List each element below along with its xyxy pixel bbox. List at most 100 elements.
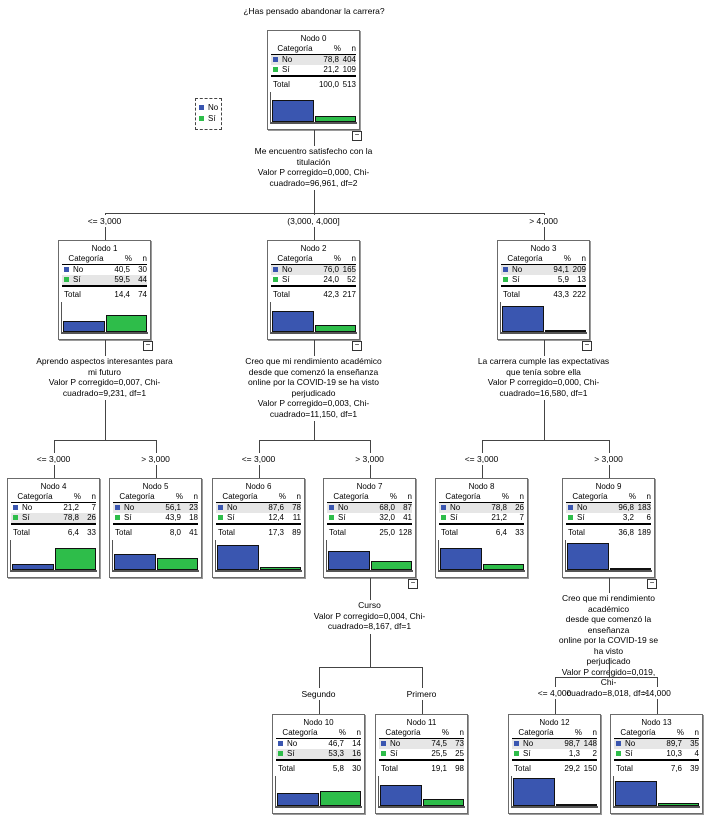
header-n: n [296,492,301,501]
node-12[interactable]: Nodo 12 Categoría % n No 98,7 148 Sí 1,3… [508,714,601,814]
node-table-header: Categoría % n [113,492,198,503]
no-n: 87 [403,503,412,512]
node-table-header: Categoría % n [216,492,301,503]
connector-line [104,340,106,356]
node-10[interactable]: Nodo 10 Categoría % n No 46,7 14 Sí 53,3… [272,714,365,814]
total-n: 33 [87,528,96,537]
legend-item-si: Sí [199,113,221,124]
no-swatch-icon [218,505,223,511]
node-title: Nodo 7 [356,482,383,491]
collapse-toggle-icon[interactable]: − [408,579,418,589]
connector-line [543,400,545,440]
node-bar-chart [270,302,357,334]
node-7[interactable]: Nodo 7 Categoría % n No 68,0 87 Sí 32,0 … [323,478,416,578]
node-4[interactable]: Nodo 4 Categoría % n No 21,2 7 Sí 78,8 2… [7,478,100,578]
connector-line [104,227,106,240]
split-label-line: cuadrado=8,018, df=1 [566,687,651,698]
no-n: 148 [583,739,597,748]
split-label-line: perjudicado [291,387,336,398]
si-swatch-icon [329,515,334,521]
split-label-line: mi futuro [87,366,122,377]
bar-no [272,100,314,122]
no-swatch-icon [64,267,69,273]
tree-title: ¿Has pensado abandonar la carrera? [243,6,385,16]
node-9[interactable]: Nodo 9 Categoría % n No 96,8 183 Sí 3,2 … [562,478,655,578]
collapse-toggle-icon[interactable]: − [352,341,362,351]
collapse-toggle-icon[interactable]: − [352,131,362,141]
connector-line [543,227,545,240]
no-pct: 56,1 [165,503,181,512]
header-n: n [459,728,464,737]
total-pct: 8,0 [169,528,181,537]
node-3[interactable]: Nodo 3 Categoría % n No 94,1 209 Sí 5,9 … [497,240,590,340]
split-label-line: Valor P corregido=0,000, Chi- [487,377,600,387]
header-n: n [694,728,699,737]
node-bar-chart [378,776,465,808]
no-pct: 78,8 [323,55,339,64]
header-n: n [351,254,356,263]
split-label-line: Curso [358,600,381,610]
si-pct: 3,2 [622,513,634,522]
total-n: 39 [690,764,699,773]
row-no: No 21,2 7 [11,503,96,513]
row-no: No 56,1 23 [113,503,198,513]
connector-line [554,699,556,714]
si-swatch-icon [273,277,278,283]
no-swatch-icon [441,505,446,511]
node-title: Nodo 6 [245,482,272,491]
split-label-line: cuadrado=96,961, df=2 [269,177,358,188]
node-6[interactable]: Nodo 6 Categoría % n No 87,6 78 Sí 12,4 … [212,478,305,578]
split-label-line: Creo que mi rendimiento académico [245,356,382,366]
no-swatch-icon [115,505,120,511]
header-n: n [142,254,147,263]
node-bar-chart [326,540,413,572]
row-total: Total 42,3 217 [273,290,356,299]
no-pct: 40,5 [114,265,130,274]
header-pct: % [441,728,449,737]
connector-line [369,465,371,478]
split-label-line: cuadrado=9,231, df=1 [62,387,147,398]
bar-si [544,330,586,332]
no-pct: 46,7 [328,739,344,748]
total-n: 128 [398,528,412,537]
node-bar-chart [613,776,700,808]
no-pct: 76,0 [323,265,339,274]
node-bar-chart [215,540,302,572]
connector-line [421,700,423,714]
si-swatch-icon [13,515,18,521]
header-category: Categoría [333,492,369,501]
connector-line [656,677,658,687]
row-si: Sí 24,0 52 [271,275,356,287]
header-pct: % [501,492,509,501]
node-11[interactable]: Nodo 11 Categoría % n No 74,5 73 Sí 25,5… [375,714,468,814]
edge-label: Primero [406,689,437,699]
no-pct: 78,8 [491,503,507,512]
node-table-header: Categoría % n [271,44,356,55]
collapse-toggle-icon[interactable]: − [143,341,153,351]
si-n: 11 [292,513,301,522]
header-category: Categoría [17,492,53,501]
collapse-toggle-icon[interactable]: − [582,341,592,351]
node-5[interactable]: Nodo 5 Categoría % n No 56,1 23 Sí 43,9 … [109,478,202,578]
node-8[interactable]: Nodo 8 Categoría % n No 78,8 26 Sí 21,2 … [435,478,528,578]
connector-line [313,213,315,215]
collapse-toggle-icon[interactable]: − [647,579,657,589]
bar-si [314,116,356,122]
header-pct: % [389,492,397,501]
split-label-line: titulación [296,156,331,167]
connector-line [313,130,315,146]
node-2[interactable]: Nodo 2 Categoría % n No 76,0 165 Sí 24,0… [267,240,360,340]
node-1[interactable]: Nodo 1 Categoría % n No 40,5 30 Sí 59,5 … [58,240,151,340]
row-no: No 78,8 404 [271,55,356,65]
header-category: Categoría [507,254,543,263]
edge-label: (3,000, 4,000] [287,216,340,226]
si-pct: 5,9 [557,275,569,284]
node-13[interactable]: Nodo 13 Categoría % n No 89,7 35 Sí 10,3… [610,714,703,814]
header-pct: % [333,44,341,53]
node-table-header: Categoría % n [271,254,356,265]
connector-line [104,213,106,215]
node-0[interactable]: Nodo 0 Categoría % n No 78,8 404 Sí 21,2… [267,30,360,130]
header-pct: % [628,492,636,501]
node-bar-chart [565,540,652,572]
row-total: Total 29,2 150 [514,764,597,773]
